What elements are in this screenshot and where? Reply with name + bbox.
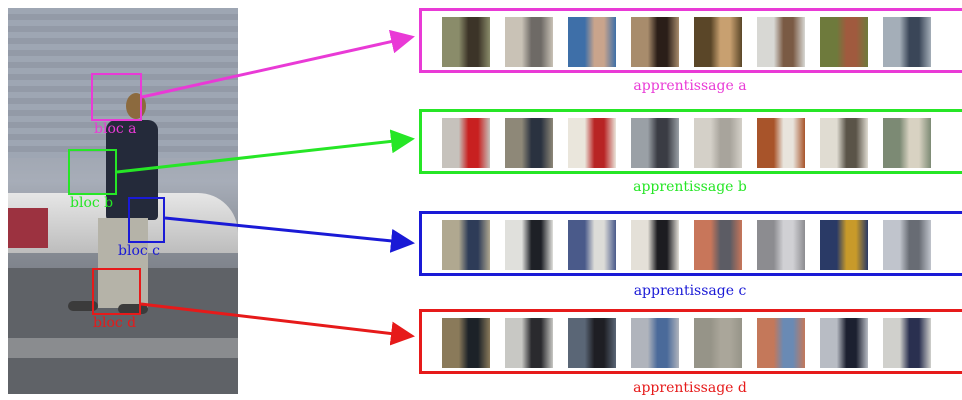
panel-b-label: apprentissage b [633,179,747,195]
panel-d [419,309,962,374]
thumbnail-c-2 [505,220,553,270]
thumbnail-c-3 [568,220,616,270]
thumbnail-c-7 [820,220,868,270]
pedestrian-shoe-left [68,301,98,311]
arrow-b [116,129,415,174]
thumbnail-a-1 [442,17,490,67]
thumbnail-b-2 [505,118,553,168]
bloc-d-label: bloc d [93,315,137,331]
thumbnail-b-4 [631,118,679,168]
thumbnail-c-1 [442,220,490,270]
thumbnail-c-8 [883,220,931,270]
arrow-d [140,302,415,346]
thumbnail-a-3 [568,17,616,67]
thumbnail-a-7 [820,17,868,67]
thumbnail-d-7 [820,318,868,368]
pedestrian-shoe-right [118,304,148,314]
thumbnail-b-3 [568,118,616,168]
panel-d-label: apprentissage d [633,380,747,396]
thumbs-a [442,17,931,67]
thumbnail-a-6 [757,17,805,67]
thumbnail-d-6 [757,318,805,368]
thumbnail-c-5 [694,220,742,270]
thumbnail-c-4 [631,220,679,270]
thumbnail-b-7 [820,118,868,168]
thumbs-b [442,118,931,168]
thumbs-d [442,318,931,368]
panel-a [419,8,962,73]
bloc-b-box [68,149,117,195]
thumbnail-b-1 [442,118,490,168]
arrow-c [164,216,415,253]
bloc-c-label: bloc c [118,243,160,259]
scene-curb [8,338,238,358]
thumbnail-d-4 [631,318,679,368]
thumbnail-a-2 [505,17,553,67]
bloc-d-box [92,268,141,315]
bloc-c-box [128,197,165,243]
thumbnail-d-3 [568,318,616,368]
panel-a-label: apprentissage a [633,78,747,94]
arrow-a [141,29,415,99]
thumbnail-b-5 [694,118,742,168]
thumbnail-a-8 [883,17,931,67]
thumbnail-b-8 [883,118,931,168]
thumbnail-a-5 [694,17,742,67]
thumbs-c [442,220,931,270]
panel-c [419,211,962,276]
panel-b [419,109,962,174]
thumbnail-d-2 [505,318,553,368]
bloc-a-box [91,73,142,121]
thumbnail-d-1 [442,318,490,368]
thumbnail-b-6 [757,118,805,168]
bloc-a-label: bloc a [94,121,137,137]
thumbnail-a-4 [631,17,679,67]
bloc-b-label: bloc b [70,195,114,211]
thumbnail-d-8 [883,318,931,368]
thumbnail-d-5 [694,318,742,368]
scene-car-light [8,208,48,248]
thumbnail-c-6 [757,220,805,270]
panel-c-label: apprentissage c [633,283,747,299]
